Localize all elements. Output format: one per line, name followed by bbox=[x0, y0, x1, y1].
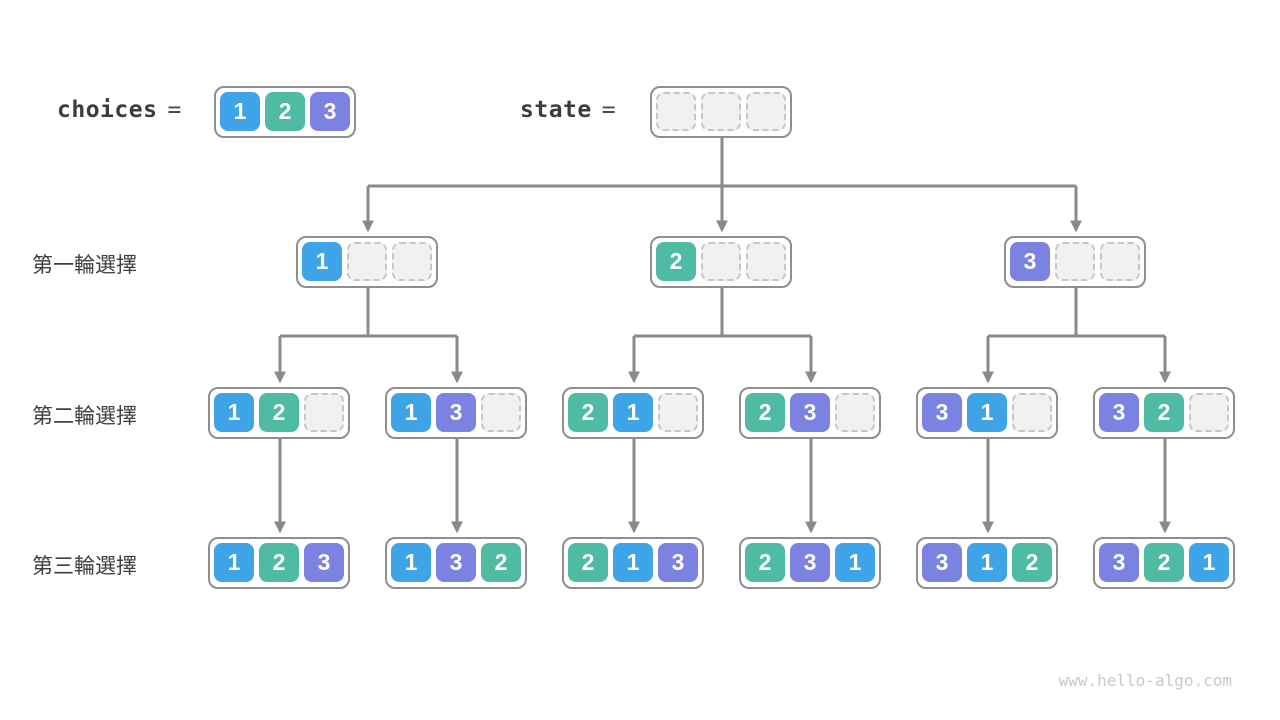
cell-value: 1 bbox=[967, 543, 1007, 582]
cell-empty bbox=[701, 242, 741, 281]
cell-value: 1 bbox=[967, 393, 1007, 432]
cell-value: 1 bbox=[302, 242, 342, 281]
cell-value: 3 bbox=[658, 543, 698, 582]
cell-empty bbox=[392, 242, 432, 281]
cell-value: 2 bbox=[259, 393, 299, 432]
cell-value: 3 bbox=[790, 393, 830, 432]
cell-value: 1 bbox=[1189, 543, 1229, 582]
watermark: www.hello-algo.com bbox=[1058, 671, 1232, 690]
cell-value: 3 bbox=[436, 393, 476, 432]
cell-value: 1 bbox=[391, 393, 431, 432]
choices-label-text: choices bbox=[57, 97, 158, 123]
cell-empty bbox=[746, 242, 786, 281]
cell-empty bbox=[656, 92, 696, 131]
cell-empty bbox=[304, 393, 344, 432]
cell-empty bbox=[1055, 242, 1095, 281]
cell-value: 3 bbox=[1099, 543, 1139, 582]
state-label: state = bbox=[520, 97, 616, 123]
cell-value: 2 bbox=[745, 543, 785, 582]
state-node-r1-1: 1 bbox=[296, 236, 438, 288]
cell-empty bbox=[701, 92, 741, 131]
state-node-state-root bbox=[650, 86, 792, 138]
state-node-r1-3: 3 bbox=[1004, 236, 1146, 288]
cell-empty bbox=[1012, 393, 1052, 432]
cell-value: 1 bbox=[214, 543, 254, 582]
equals-sign: = bbox=[601, 97, 617, 123]
cell-value: 2 bbox=[568, 393, 608, 432]
cell-value: 1 bbox=[613, 543, 653, 582]
cell-value: 1 bbox=[214, 393, 254, 432]
cell-value: 3 bbox=[922, 393, 962, 432]
cell-value: 2 bbox=[656, 242, 696, 281]
cell-value: 2 bbox=[1012, 543, 1052, 582]
round-3-label: 第三輪選擇 bbox=[32, 555, 137, 578]
cell-value: 2 bbox=[568, 543, 608, 582]
state-label-text: state bbox=[520, 97, 592, 123]
cell-value: 1 bbox=[391, 543, 431, 582]
cell-empty bbox=[1100, 242, 1140, 281]
cell-value: 1 bbox=[613, 393, 653, 432]
cell-value: 2 bbox=[265, 92, 305, 131]
cell-value: 3 bbox=[790, 543, 830, 582]
cell-value: 3 bbox=[436, 543, 476, 582]
cell-value: 3 bbox=[1010, 242, 1050, 281]
choices-label: choices = bbox=[57, 97, 182, 123]
cell-empty bbox=[746, 92, 786, 131]
cell-value: 2 bbox=[259, 543, 299, 582]
cell-value: 3 bbox=[310, 92, 350, 131]
cell-empty bbox=[835, 393, 875, 432]
cell-value: 1 bbox=[835, 543, 875, 582]
cell-empty bbox=[1189, 393, 1229, 432]
state-node-r1-2: 2 bbox=[650, 236, 792, 288]
cell-empty bbox=[658, 393, 698, 432]
cell-value: 2 bbox=[745, 393, 785, 432]
cell-value: 2 bbox=[1144, 543, 1184, 582]
cell-empty bbox=[481, 393, 521, 432]
cell-value: 3 bbox=[922, 543, 962, 582]
cell-value: 3 bbox=[1099, 393, 1139, 432]
cell-value: 2 bbox=[481, 543, 521, 582]
cell-value: 3 bbox=[304, 543, 344, 582]
round-1-label: 第一輪選擇 bbox=[32, 254, 137, 277]
equals-sign: = bbox=[167, 97, 182, 123]
cell-value: 2 bbox=[1144, 393, 1184, 432]
round-2-label: 第二輪選擇 bbox=[32, 405, 137, 428]
cell-value: 1 bbox=[220, 92, 260, 131]
cell-empty bbox=[347, 242, 387, 281]
